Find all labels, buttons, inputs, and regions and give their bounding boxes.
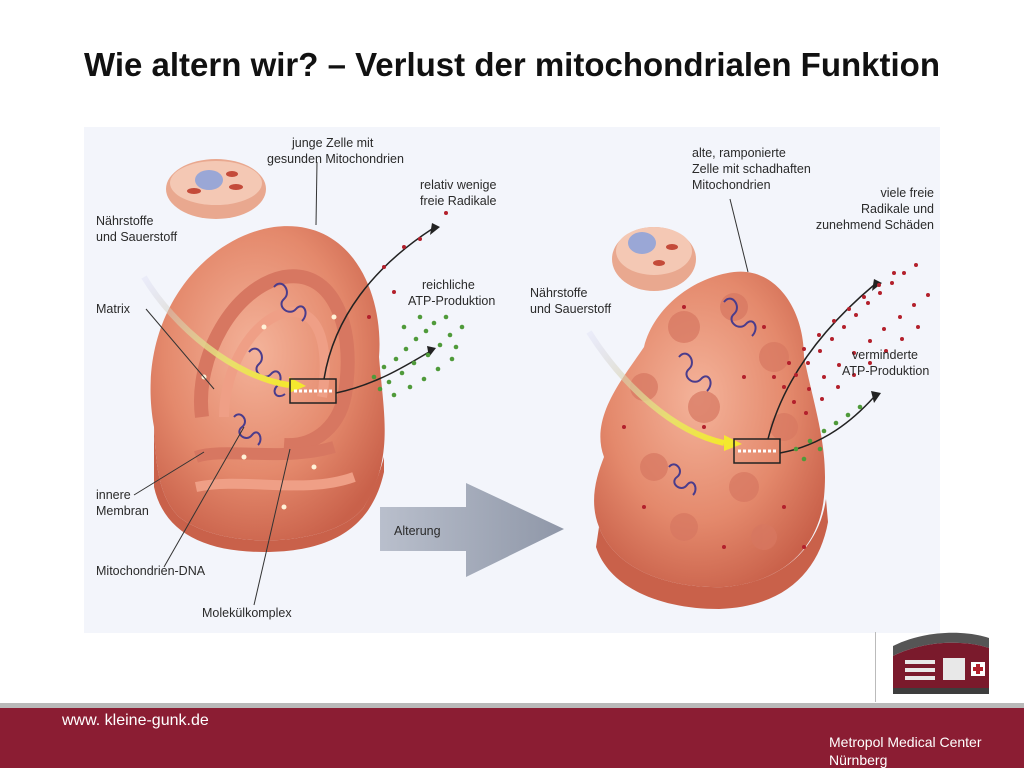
metropol-logo [893, 632, 989, 694]
many-radicals-label-2: Radikale und [861, 202, 934, 216]
old-cell-label-2: Zelle mit schadhaften [692, 162, 811, 176]
old-mitochondrion [586, 198, 930, 609]
atp-reduced-label-1: verminderte [852, 348, 918, 362]
nutrients-label-2: und Sauerstoff [96, 230, 178, 244]
matrix-label: Matrix [96, 302, 131, 316]
young-cell-illustration [166, 159, 266, 219]
old-nutrients-label-2: und Sauerstoff [530, 302, 612, 316]
many-radicals-label-3: zunehmend Schäden [816, 218, 934, 232]
few-radicals-label-1: relativ wenige [420, 178, 496, 192]
company-line-1: Metropol Medical Center [829, 734, 982, 750]
company-line-2: Nürnberg [829, 752, 888, 768]
young-mitochondrion [133, 159, 465, 606]
inner-membrane-label-1: innere [96, 488, 131, 502]
few-radicals-label-2: freie Radikale [420, 194, 496, 208]
young-cell-label-2: gesunden Mitochondrien [267, 152, 404, 166]
aging-label: Alterung [394, 524, 441, 538]
atp-reduced-label-2: ATP-Produktion [842, 364, 929, 378]
mtdna-label: Mitochondrien-DNA [96, 564, 206, 578]
old-cell-label-3: Mitochondrien [692, 178, 771, 192]
mitochondria-aging-figure: junge Zelle mit gesunden Mitochondrien r… [84, 127, 940, 633]
old-nutrients-label-1: Nährstoffe [530, 286, 587, 300]
inner-membrane-label-2: Membran [96, 504, 149, 518]
atp-plenty-label-1: reichliche [422, 278, 475, 292]
company-name: Metropol Medical Center Nürnberg [829, 733, 982, 769]
young-cell-label-1: junge Zelle mit [291, 136, 374, 150]
old-cell-illustration [612, 227, 696, 291]
nutrients-label-1: Nährstoffe [96, 214, 153, 228]
molecular-complex-label: Molekülkomplex [202, 606, 292, 620]
atp-plenty-label-2: ATP-Produktion [408, 294, 495, 308]
old-cell-label-1: alte, ramponierte [692, 146, 786, 160]
many-radicals-label-1: viele freie [881, 186, 935, 200]
website-link[interactable]: www. kleine-gunk.de [62, 712, 209, 729]
slide-title: Wie altern wir? – Verlust der mitochondr… [83, 46, 940, 83]
logo-divider [875, 632, 876, 702]
footer-divider [0, 703, 1024, 708]
aging-arrow: Alterung [380, 483, 564, 577]
footer-bar [0, 708, 1024, 768]
